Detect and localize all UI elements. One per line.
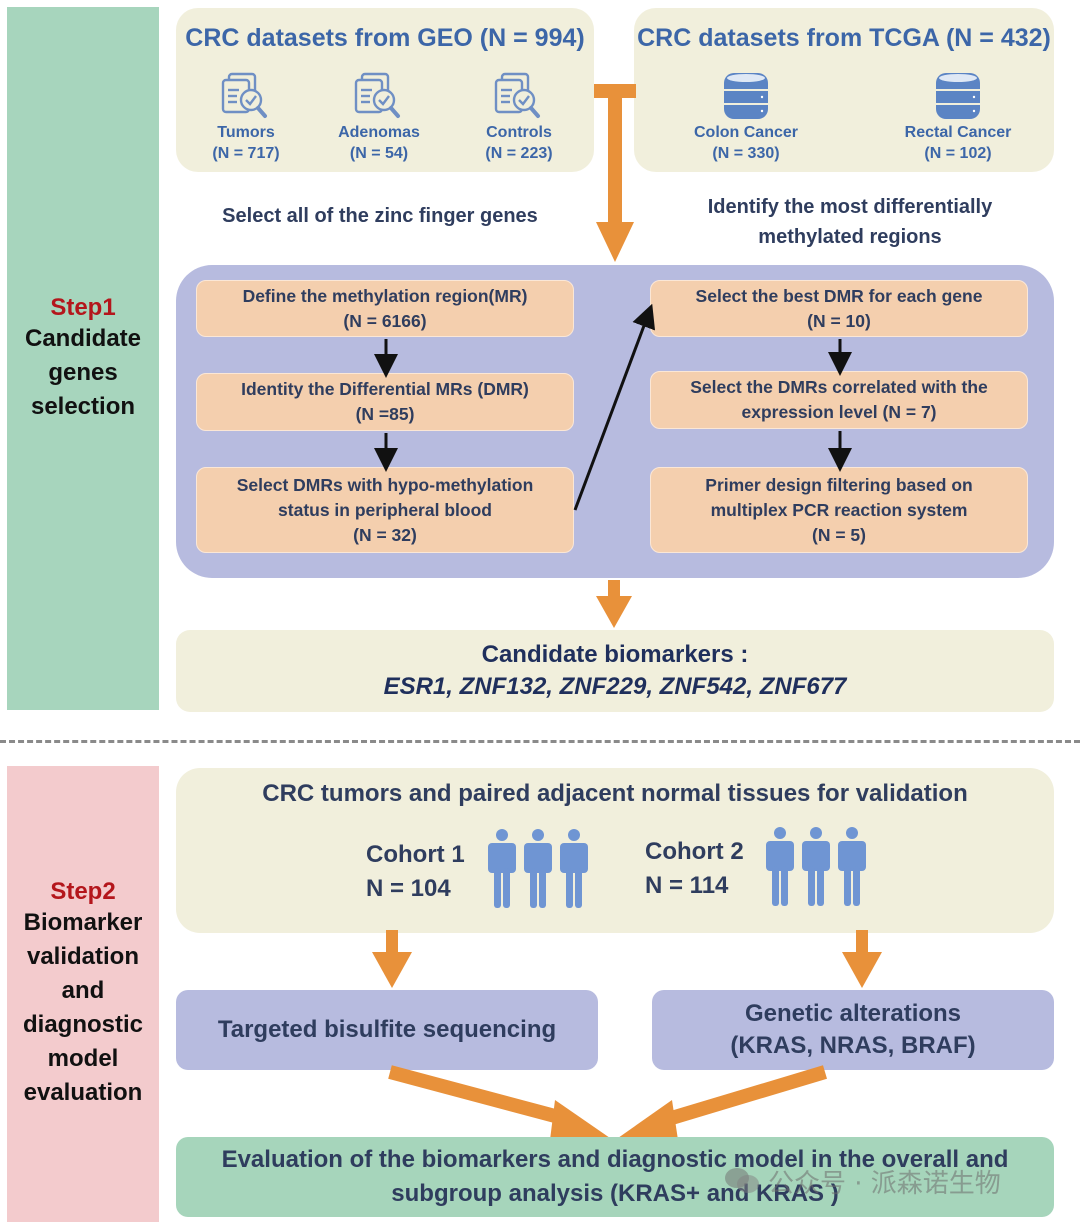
dmr-note: Identify the most differentially methyla… xyxy=(640,192,1060,252)
arrow-diagonal-icon xyxy=(573,303,656,511)
step-line: Select the DMRs correlated with the xyxy=(690,377,988,397)
cohort-size: N = 114 xyxy=(645,872,729,899)
down-arrow-icon xyxy=(842,930,882,988)
geo-item-count: (N = 717) xyxy=(212,145,280,162)
converging-arrows xyxy=(388,1065,828,1140)
step-count: (N = 10) xyxy=(807,310,871,331)
arrow-head-right xyxy=(618,1100,678,1140)
step1-sidebar: Step1 Candidate genes selection xyxy=(7,7,159,710)
database-icon xyxy=(724,73,768,119)
cohort-1: Cohort 1 N = 104 xyxy=(366,838,465,906)
watermark-text: 公众号 · 派森诺生物 xyxy=(768,1169,1001,1199)
zinc-finger-note: Select all of the zinc finger genes xyxy=(222,205,538,227)
step-line: Select DMRs with hypo-methylation xyxy=(236,474,534,495)
database-icon xyxy=(936,73,980,119)
step2-desc-4: diagnostic xyxy=(22,1011,143,1038)
arrow-converge-left-icon xyxy=(388,1065,572,1127)
pipeline-step-identify-dmr: Identity the Differential MRs (DMR) (N =… xyxy=(196,373,574,431)
tcga-item-rectal: Rectal Cancer (N = 102) xyxy=(888,70,1028,164)
step-line: expression level (N = 7) xyxy=(741,402,937,422)
evaluation-box: Evaluation of the biomarkers and diagnos… xyxy=(176,1137,1054,1217)
pipeline-arrows xyxy=(374,303,852,511)
wechat-logo-icon xyxy=(725,1168,759,1193)
cohort-name: Cohort 1 xyxy=(366,841,465,868)
evaluation-line2: subgroup analysis (KRAS+ and KRAS ) xyxy=(391,1180,839,1207)
step-line: Select the best DMR for each gene xyxy=(695,285,983,306)
document-search-icon xyxy=(354,72,400,118)
cohort-size: N = 104 xyxy=(366,875,451,902)
geo-item-controls: Controls (N = 223) xyxy=(464,72,574,164)
step-count: (N = 6166) xyxy=(343,310,427,331)
pipeline-step-expression-correlated: Select the DMRs correlated with the expr… xyxy=(650,371,1028,429)
people-icon xyxy=(766,827,866,906)
genetic-alterations-box: Genetic alterations (KRAS, NRAS, BRAF) xyxy=(652,990,1054,1070)
dmr-note-line2: methylated regions xyxy=(758,226,942,248)
geo-item-adenomas: Adenomas (N = 54) xyxy=(324,72,434,164)
arrow-converge-right-icon xyxy=(662,1065,828,1127)
tcga-item-colon: Colon Cancer (N = 330) xyxy=(676,70,816,164)
down-arrow-icon xyxy=(372,930,412,988)
targeted-bisulfite-sequencing-box: Targeted bisulfite sequencing xyxy=(176,990,598,1070)
merge-arrow-icon xyxy=(594,84,636,262)
genetic-line2: (KRAS, NRAS, BRAF) xyxy=(730,1032,976,1059)
document-search-icon xyxy=(494,72,540,118)
tcga-title: CRC datasets from TCGA (N = 432) xyxy=(637,24,1051,52)
step2-desc-3: and xyxy=(61,977,105,1004)
pipeline-step-primer-design: Primer design filtering based on multipl… xyxy=(650,467,1028,553)
cohort-2: Cohort 2 N = 114 xyxy=(645,835,744,903)
step2-desc-5: model xyxy=(47,1045,119,1072)
candidate-biomarkers-box: Candidate biomarkers : ESR1, ZNF132, ZNF… xyxy=(176,630,1054,712)
step-line: multiplex PCR reaction system xyxy=(710,499,968,520)
geo-item-label: Controls xyxy=(486,124,552,141)
step-count: (N = 5) xyxy=(812,524,866,545)
step2-desc-2: validation xyxy=(26,943,140,970)
tcga-item-label: Colon Cancer xyxy=(693,124,798,141)
step-line: Primer design filtering based on xyxy=(705,474,973,495)
document-search-icon xyxy=(221,72,267,118)
pipeline-step-define-mr: Define the methylation region(MR) (N = 6… xyxy=(196,280,574,337)
down-arrow-icon xyxy=(596,580,632,628)
step2-title: Step2 xyxy=(50,878,116,905)
geo-title: CRC datasets from GEO (N = 994) xyxy=(185,24,585,52)
step2-sidebar: Step2 Biomarker validation and diagnosti… xyxy=(7,766,159,1222)
step1-desc-2: genes xyxy=(48,358,118,386)
step1-title: Step1 xyxy=(50,293,116,321)
tcga-item-count: (N = 330) xyxy=(712,145,780,162)
validation-cohorts-box xyxy=(176,768,1054,933)
step-line: status in peripheral blood xyxy=(278,499,492,520)
dmr-note-line1: Identify the most differentially xyxy=(707,196,993,218)
pipeline-step-hypo-methylation: Select DMRs with hypo-methylation status… xyxy=(196,467,574,553)
step-line: Identity the Differential MRs (DMR) xyxy=(241,379,529,399)
genetic-line1: Genetic alterations xyxy=(744,1000,962,1027)
geo-item-count: (N = 223) xyxy=(485,145,553,162)
step-count: (N = 32) xyxy=(353,524,417,545)
step2-desc-1: Biomarker xyxy=(23,909,143,936)
validation-title: CRC tumors and paired adjacent normal ti… xyxy=(262,780,968,807)
geo-item-label: Adenomas xyxy=(338,124,420,141)
step1-desc-3: selection xyxy=(30,392,136,420)
geo-item-count: (N = 54) xyxy=(349,145,409,162)
geo-item-label: Tumors xyxy=(217,124,275,141)
candidate-title: Candidate biomarkers : xyxy=(481,641,749,668)
candidate-genes: ESR1, ZNF132, ZNF229, ZNF542, ZNF677 xyxy=(383,673,847,700)
step2-desc-6: evaluation xyxy=(23,1079,143,1106)
geo-item-tumors: Tumors (N = 717) xyxy=(191,72,301,164)
step-divider xyxy=(0,740,1080,743)
arrow-head-left xyxy=(550,1100,610,1140)
tcga-item-label: Rectal Cancer xyxy=(904,124,1012,141)
pipeline-step-best-dmr: Select the best DMR for each gene (N = 1… xyxy=(650,280,1028,337)
people-icon xyxy=(488,829,588,908)
tcga-dataset-box xyxy=(634,8,1054,172)
cohort-name: Cohort 2 xyxy=(645,838,744,865)
tbs-label: Targeted bisulfite sequencing xyxy=(217,1016,557,1043)
step-count: (N =85) xyxy=(355,404,415,424)
step1-desc-1: Candidate xyxy=(24,324,141,352)
step-line: Define the methylation region(MR) xyxy=(242,285,528,306)
tcga-item-count: (N = 102) xyxy=(924,145,992,162)
evaluation-line1: Evaluation of the biomarkers and diagnos… xyxy=(221,1146,1009,1173)
